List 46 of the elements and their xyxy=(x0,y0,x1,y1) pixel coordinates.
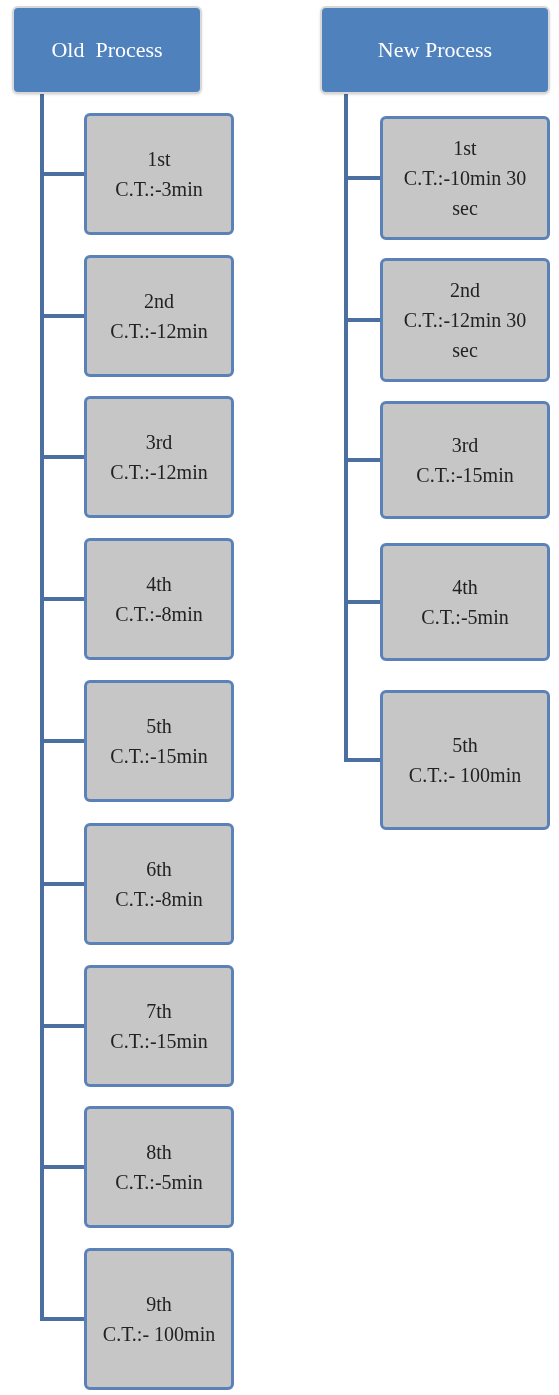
step-name: 8th xyxy=(146,1140,172,1165)
cycle-time: C.T.:-15min xyxy=(110,744,208,769)
cycle-time: C.T.:-15min xyxy=(110,1029,208,1054)
cycle-time: C.T.:-15min xyxy=(416,463,514,488)
step-box xyxy=(84,680,234,802)
cycle-time: C.T.:-8min xyxy=(115,887,203,912)
step-name: 4th xyxy=(146,572,172,597)
step-box xyxy=(84,965,234,1087)
step-box xyxy=(380,543,550,661)
header-title: Old Process xyxy=(51,36,163,64)
header-box xyxy=(320,6,550,94)
cycle-time: C.T.:-12min xyxy=(110,460,208,485)
step-box xyxy=(84,538,234,660)
step-name: 7th xyxy=(146,999,172,1024)
step-box xyxy=(380,690,550,830)
step-name: 1st xyxy=(147,147,171,172)
step-box xyxy=(380,116,550,240)
cycle-time: C.T.:- 100min xyxy=(408,763,522,788)
step-name: 3rd xyxy=(451,433,479,458)
step-box xyxy=(84,396,234,518)
step-name: 2nd xyxy=(450,278,480,303)
step-box xyxy=(380,258,550,382)
step-name: 9th xyxy=(146,1292,172,1317)
step-name: 1st xyxy=(453,136,477,161)
step-name: 3rd xyxy=(145,430,173,455)
header-box xyxy=(12,6,202,94)
step-box xyxy=(380,401,550,519)
step-name: 5th xyxy=(452,733,478,758)
cycle-time: C.T.:-12min xyxy=(110,319,208,344)
cycle-time: C.T.:- 100min xyxy=(102,1322,216,1347)
cycle-time: C.T.:-5min xyxy=(115,1170,203,1195)
header-title: New Process xyxy=(377,36,493,64)
step-name: 6th xyxy=(146,857,172,882)
cycle-time: C.T.:-12min 30 sec xyxy=(403,308,527,363)
step-box xyxy=(84,1248,234,1390)
cycle-time: C.T.:-5min xyxy=(421,605,509,630)
cycle-time: C.T.:-10min 30 sec xyxy=(403,166,527,221)
step-box xyxy=(84,255,234,377)
step-box xyxy=(84,823,234,945)
step-name: 2nd xyxy=(144,289,174,314)
cycle-time: C.T.:-3min xyxy=(115,177,203,202)
step-box xyxy=(84,113,234,235)
step-name: 4th xyxy=(452,575,478,600)
cycle-time: C.T.:-8min xyxy=(115,602,203,627)
step-box xyxy=(84,1106,234,1228)
step-name: 5th xyxy=(146,714,172,739)
